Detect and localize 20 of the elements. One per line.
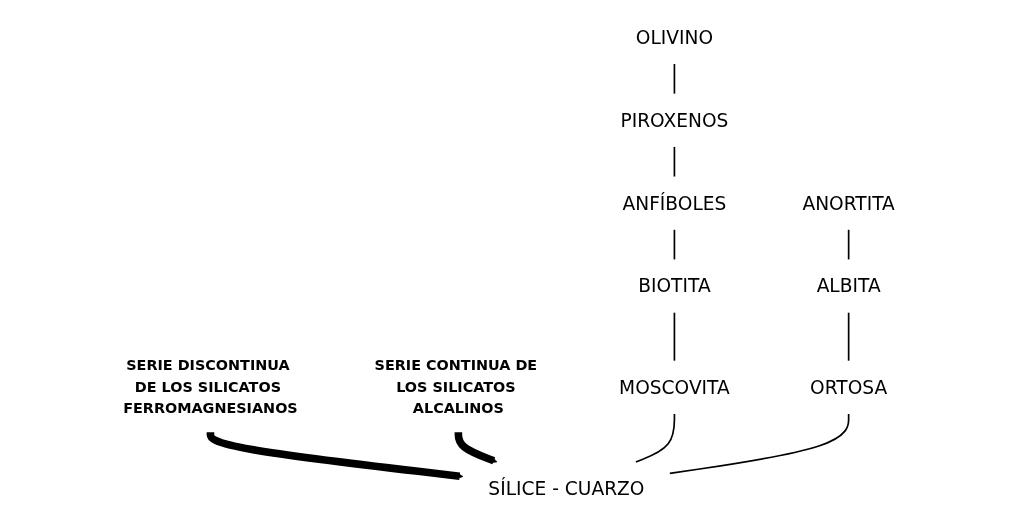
node-text: BIOTITA (638, 274, 711, 297)
node-text: ALBITA (816, 274, 881, 297)
arrow (454, 430, 498, 464)
connector (673, 228, 676, 260)
connector (673, 145, 676, 177)
connector (847, 311, 850, 362)
connector (847, 228, 850, 260)
node-text: ANORTITA (802, 192, 895, 214)
node-text: MOSCOVITA (619, 376, 730, 398)
node-text: OLIVINO (635, 26, 714, 48)
connector (673, 311, 676, 362)
node-text: SERIE CONTINUA DE LOS SILICATOS ALCALINOS (374, 356, 538, 417)
node-text: SERIE DISCONTINUA DE LOS SILICATOS FERROMAGNESIANOS (123, 356, 298, 417)
node-text: ANFÍBOLES (622, 192, 727, 214)
connector (669, 412, 850, 474)
node-text: SÍLICE - CUARZO (488, 477, 645, 499)
node-text: ORTOSA (810, 376, 888, 398)
node-text: PIROXENOS (620, 109, 729, 131)
connector (673, 62, 676, 94)
connector (635, 412, 676, 463)
